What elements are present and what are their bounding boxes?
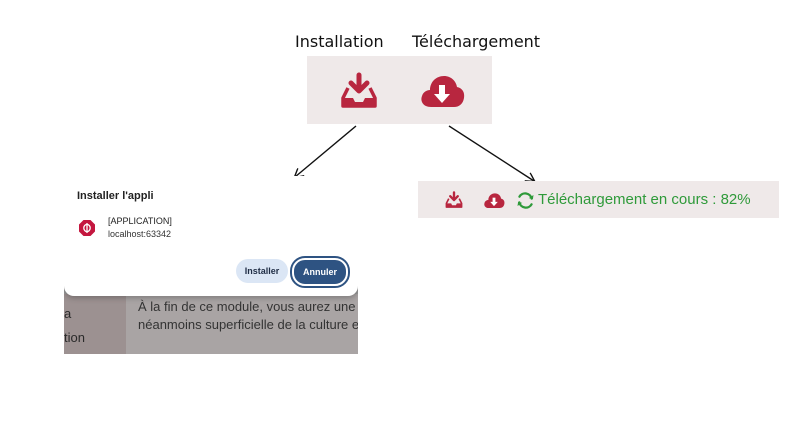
background-sidebar: a tion <box>64 294 126 354</box>
installation-label: Installation <box>295 32 384 51</box>
arrow-to-install-dialog <box>295 125 357 177</box>
cloud-download-icon[interactable] <box>483 192 505 209</box>
install-app-dialog: Installer l'appli [APPLICATION] localhos… <box>64 176 358 296</box>
arrow-to-download-toolbar <box>448 125 534 181</box>
download-toolbar: Téléchargement en cours : 82% <box>418 181 779 218</box>
tray-download-icon[interactable] <box>445 191 463 209</box>
telechargement-label: Téléchargement <box>412 32 541 51</box>
install-button[interactable]: Installer <box>236 259 288 283</box>
install-panel-screenshot: a tion À la fin de ce module, vous aurez… <box>64 176 358 354</box>
icon-legend-bar <box>307 56 492 124</box>
background-sidebar-text-1: a <box>64 306 72 321</box>
background-sidebar-text-2: tion <box>64 330 85 345</box>
app-host: localhost:63342 <box>108 229 172 239</box>
background-page-text: À la fin de ce module, vous aurez une co… <box>138 298 358 334</box>
cancel-button[interactable]: Annuler <box>290 256 350 288</box>
tray-download-icon[interactable] <box>340 72 378 110</box>
cloud-download-icon[interactable] <box>419 73 465 109</box>
dialog-title: Installer l'appli <box>77 190 154 202</box>
app-logo-icon <box>79 220 95 236</box>
download-status-text: Téléchargement en cours : 82% <box>538 191 751 208</box>
app-name: [APPLICATION] <box>108 216 172 226</box>
background-text-line-1: À la fin de ce module, vous aurez une co… <box>138 299 358 314</box>
background-text-line-2: néanmoins superficielle de la culture et… <box>138 317 358 332</box>
refresh-icon <box>517 192 534 209</box>
